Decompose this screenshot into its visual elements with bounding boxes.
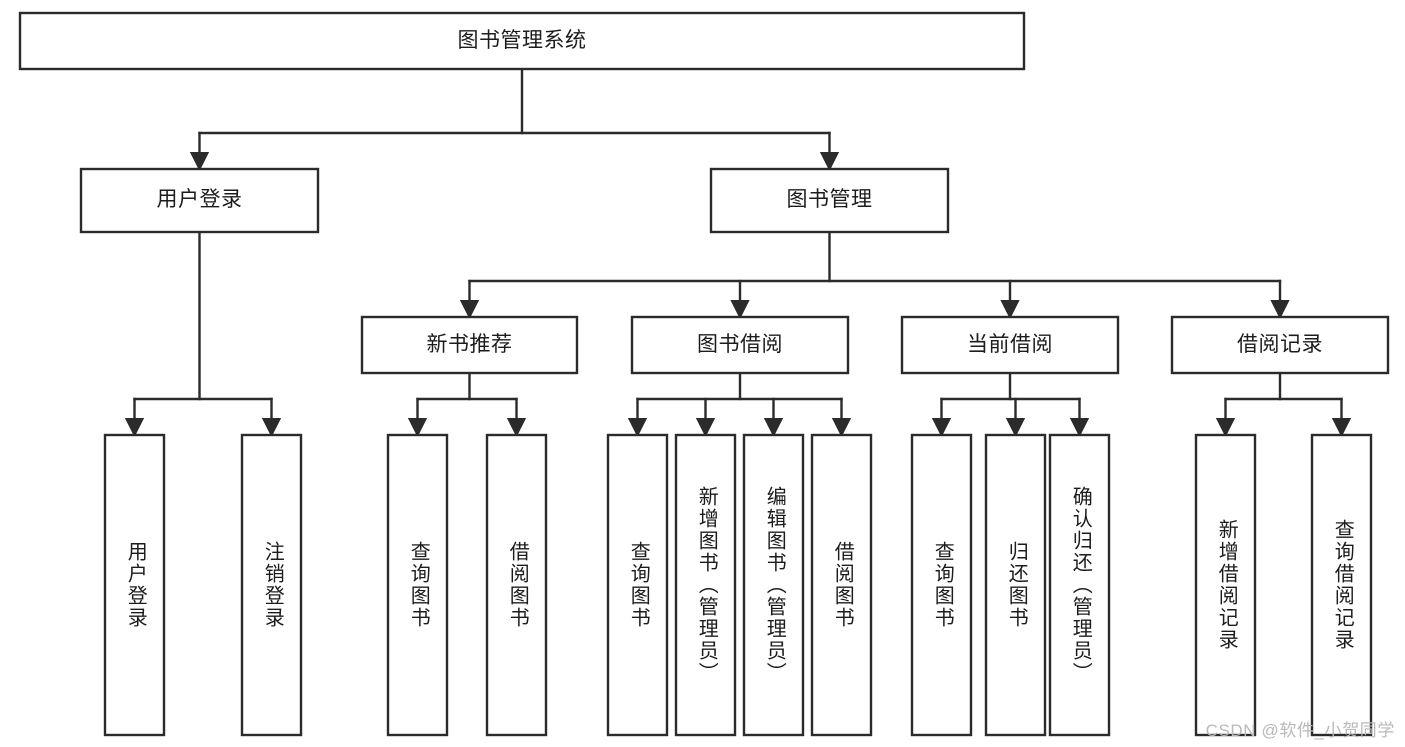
node-box-leaf-edit-book[interactable]	[742, 433, 805, 737]
node-box-leaf-confirm-return[interactable]	[1048, 433, 1111, 737]
node-user-login[interactable]	[81, 169, 318, 232]
node-leaf-return-book[interactable]	[986, 435, 1045, 735]
node-leaf-edit-book[interactable]	[744, 435, 803, 735]
node-leaf-confirm-return[interactable]	[1050, 435, 1109, 735]
node-box-user-login[interactable]	[79, 167, 320, 234]
node-box-leaf-query-book-1[interactable]	[386, 433, 449, 737]
node-book-manage[interactable]	[711, 169, 948, 232]
edge-group	[124, 67, 1352, 438]
node-box-leaf-return-book[interactable]	[984, 433, 1047, 737]
node-box-book-borrow[interactable]	[630, 315, 850, 375]
node-leaf-query-book-2[interactable]	[608, 435, 667, 735]
node-box-leaf-query-book-3[interactable]	[910, 433, 973, 737]
node-leaf-query-record[interactable]	[1312, 435, 1371, 735]
node-box-root[interactable]	[18, 11, 1026, 71]
node-borrow-record[interactable]	[1172, 317, 1388, 373]
node-box-leaf-borrow-book-2[interactable]	[810, 433, 873, 737]
node-box-leaf-add-book[interactable]	[674, 433, 737, 737]
node-box-borrow-record[interactable]	[1170, 315, 1390, 375]
node-leaf-logout[interactable]	[242, 435, 301, 735]
watermark-text: CSDN @软件_小贺同学	[1205, 721, 1395, 740]
node-leaf-add-record[interactable]	[1196, 435, 1255, 735]
node-current-borrow[interactable]	[902, 317, 1118, 373]
node-box-new-book-recommend[interactable]	[360, 315, 579, 375]
node-box-leaf-user-login[interactable]	[103, 433, 166, 737]
node-box-leaf-query-book-2[interactable]	[606, 433, 669, 737]
node-new-book-recommend[interactable]	[362, 317, 577, 373]
node-leaf-add-book[interactable]	[676, 435, 735, 735]
node-box-current-borrow[interactable]	[900, 315, 1120, 375]
node-leaf-query-book-3[interactable]	[912, 435, 971, 735]
node-leaf-user-login[interactable]	[105, 435, 164, 735]
node-box-leaf-add-record[interactable]	[1194, 433, 1257, 737]
node-leaf-borrow-book-2[interactable]	[812, 435, 871, 735]
node-leaf-query-book-1[interactable]	[388, 435, 447, 735]
node-box-book-manage[interactable]	[709, 167, 950, 234]
node-book-borrow[interactable]	[632, 317, 848, 373]
node-box-leaf-query-record[interactable]	[1310, 433, 1373, 737]
node-leaf-borrow-book-1[interactable]	[487, 435, 546, 735]
node-box-leaf-logout[interactable]	[240, 433, 303, 737]
node-root[interactable]	[20, 13, 1024, 69]
node-box-leaf-borrow-book-1[interactable]	[485, 433, 548, 737]
